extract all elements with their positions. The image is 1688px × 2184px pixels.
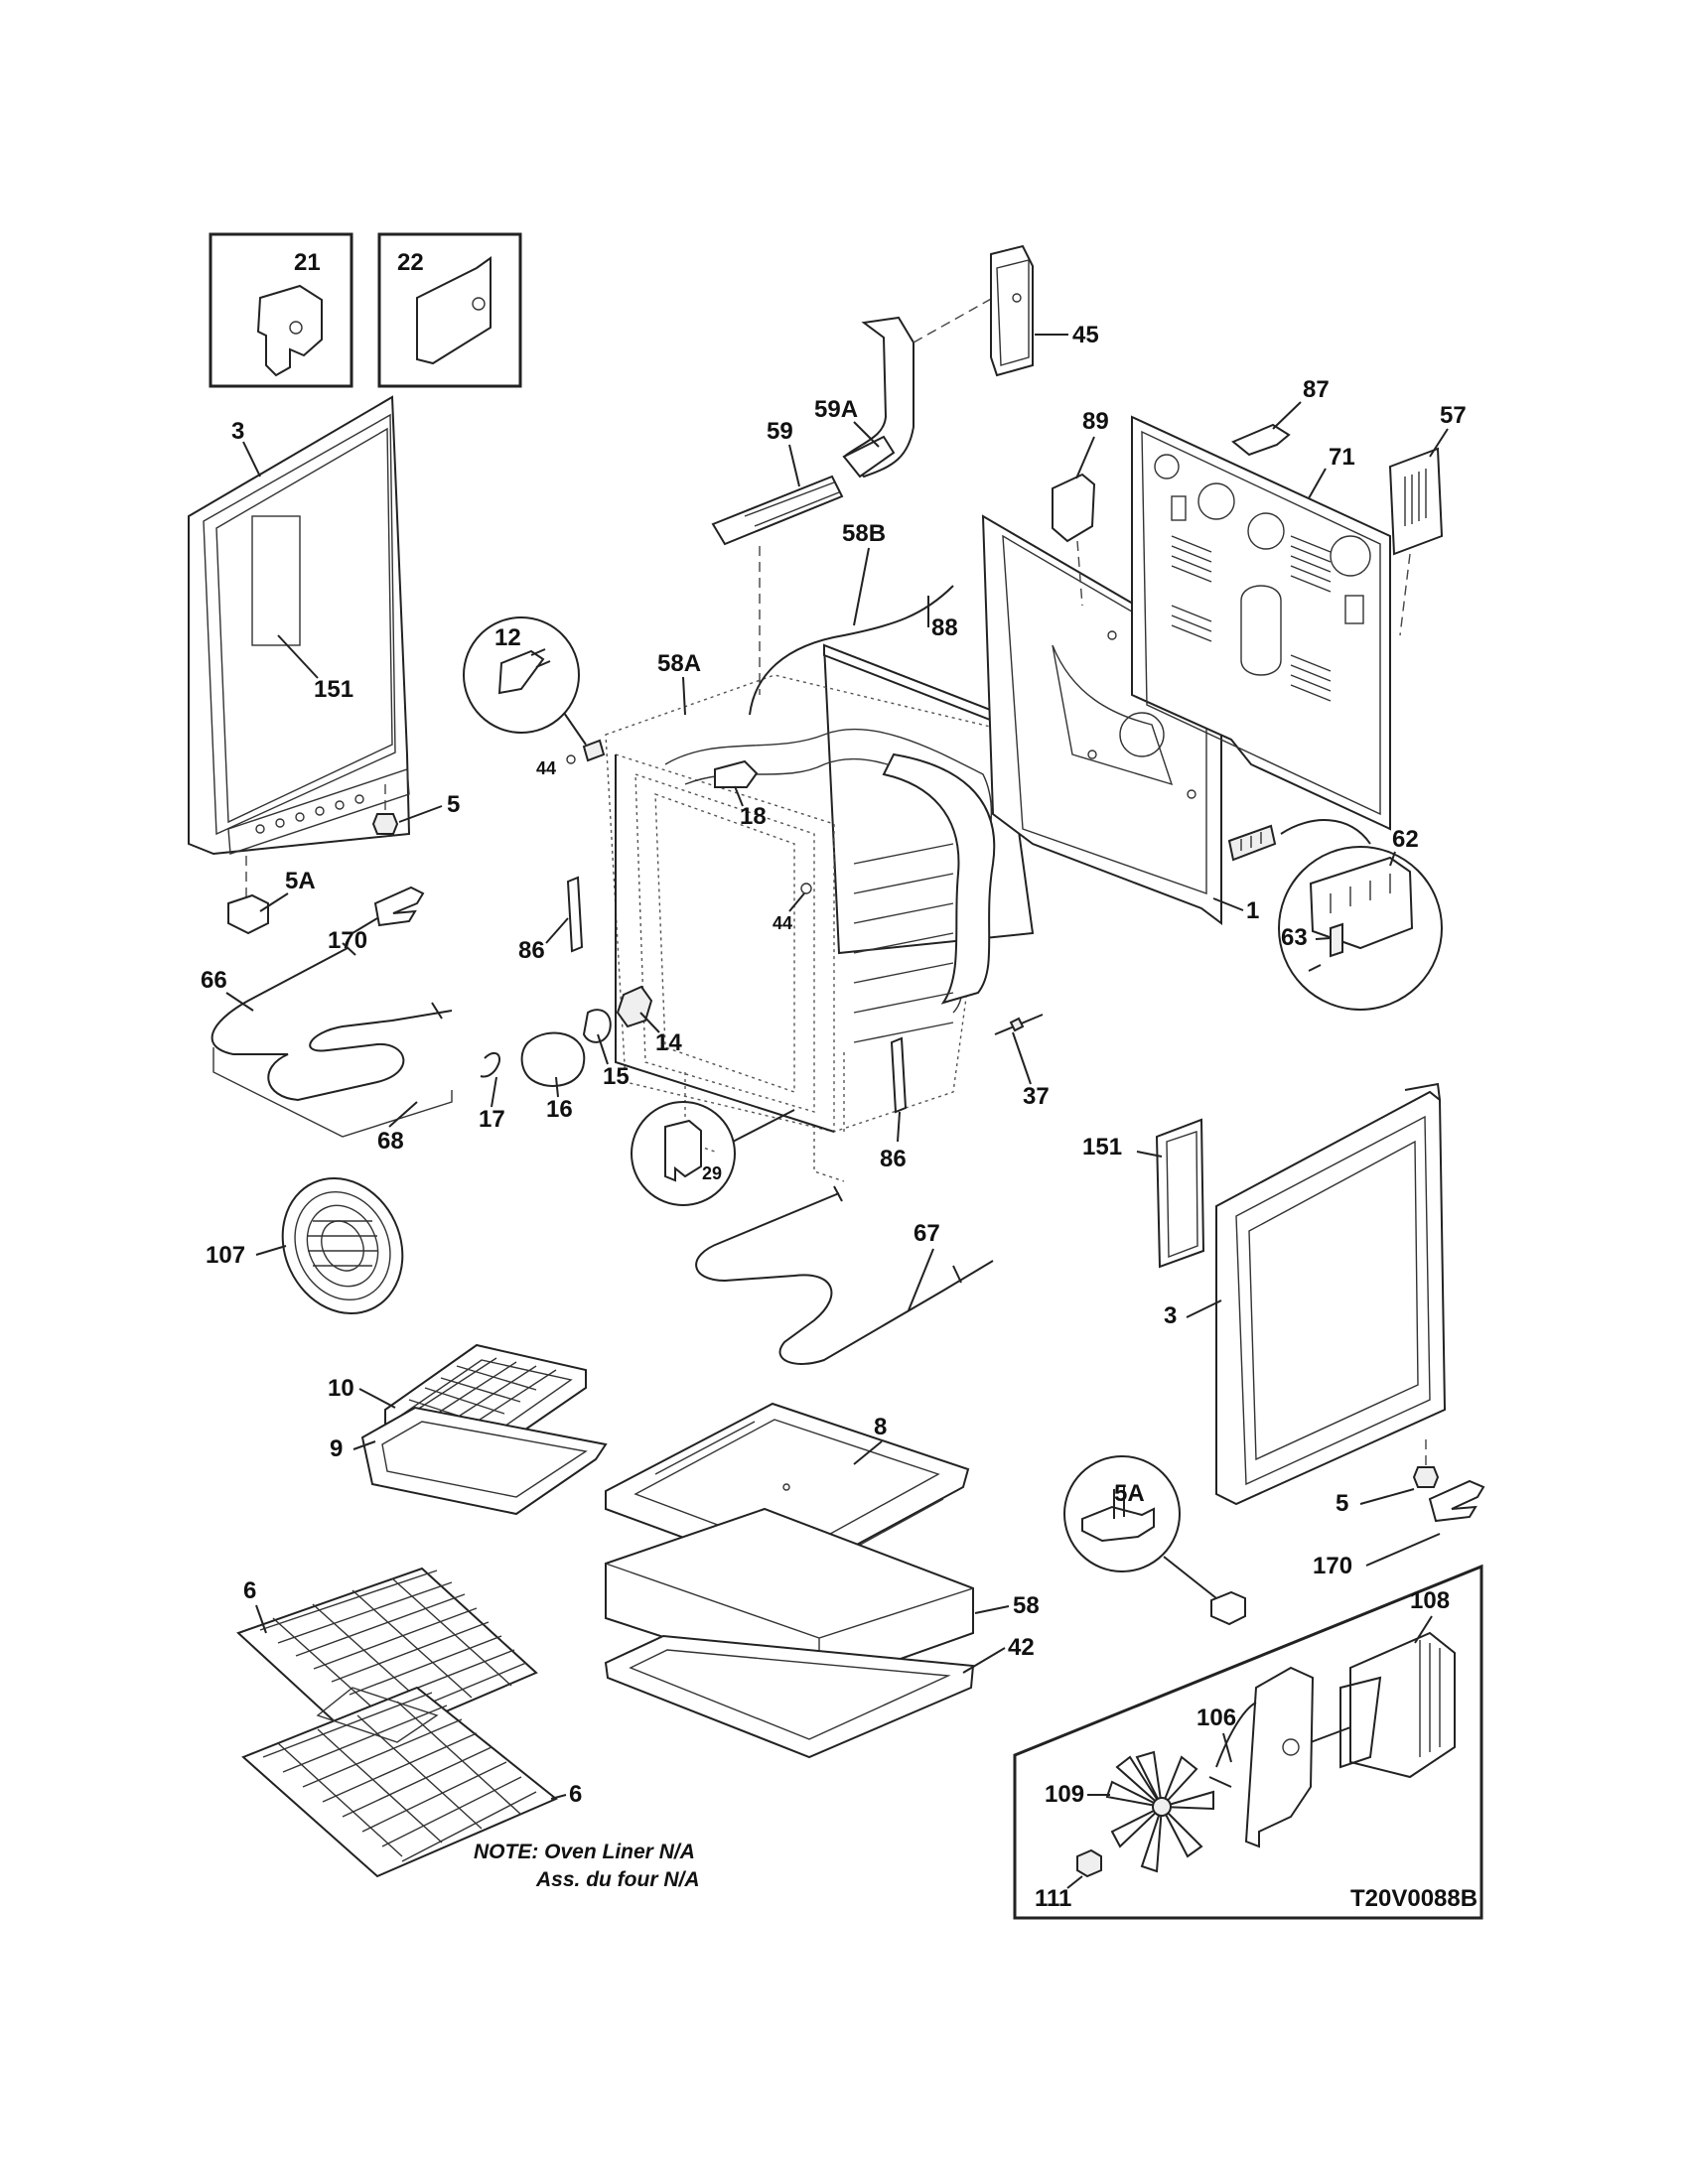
label-59: 59 <box>767 418 793 445</box>
sensor-inset-12: 12 44 <box>463 616 606 778</box>
drawing-code: T20V0088B <box>1350 1885 1477 1912</box>
left-side-panel: 3 151 <box>188 395 411 856</box>
label-5A-right: 5A <box>1114 1480 1145 1507</box>
note-block: NOTE: Oven Liner N/A Ass. du four N/A <box>474 1841 700 1891</box>
label-63: 63 <box>1281 924 1308 951</box>
label-6-upper: 6 <box>243 1577 256 1604</box>
label-16: 16 <box>546 1096 573 1123</box>
label-151-right: 151 <box>1082 1134 1122 1160</box>
label-5-left: 5 <box>447 791 460 818</box>
cover-87: 87 <box>1231 376 1330 457</box>
broil-pan: 9 <box>330 1406 608 1516</box>
right-leveling-leg: 5 170 5A <box>1063 1439 1485 1626</box>
label-42: 42 <box>1008 1634 1035 1661</box>
label-21: 21 <box>294 249 321 276</box>
label-62: 62 <box>1392 826 1419 853</box>
label-14: 14 <box>655 1029 682 1056</box>
label-86-left: 86 <box>518 937 545 964</box>
label-9: 9 <box>330 1435 343 1462</box>
rear-outer-panel: 71 <box>1131 415 1391 831</box>
fan-blade <box>1105 1750 1214 1873</box>
label-106: 106 <box>1196 1705 1236 1731</box>
note-line-1: NOTE: Oven Liner N/A <box>474 1841 695 1863</box>
vent-cover-57: 57 <box>1388 402 1467 636</box>
oven-rack-upper: 6 <box>236 1567 538 1749</box>
rack-support-right: 86 <box>880 1036 908 1172</box>
vent-duct-59: 59 <box>711 418 844 695</box>
label-12: 12 <box>494 624 521 651</box>
terminal-inset-29: 29 <box>631 1101 795 1206</box>
right-insulation-151: 151 <box>1082 1118 1205 1269</box>
label-45: 45 <box>1072 322 1099 348</box>
label-109: 109 <box>1045 1781 1084 1808</box>
label-66: 66 <box>201 967 227 994</box>
label-89: 89 <box>1082 408 1109 435</box>
label-170-right: 170 <box>1313 1553 1352 1579</box>
label-37: 37 <box>1023 1083 1050 1110</box>
label-8: 8 <box>874 1414 887 1440</box>
label-170-left: 170 <box>328 927 367 954</box>
label-111: 111 <box>1035 1885 1071 1912</box>
convection-cover: 107 <box>206 1176 404 1315</box>
label-5-right: 5 <box>1336 1490 1348 1517</box>
label-58B: 58B <box>842 520 886 547</box>
label-87: 87 <box>1303 376 1330 403</box>
label-151-left: 151 <box>314 676 353 703</box>
rack-support-left: 86 <box>518 876 584 964</box>
note-line-2: Ass. du four N/A <box>535 1868 700 1891</box>
oven-rack-lower: 6 <box>241 1686 582 1878</box>
vent-box-45: 45 <box>990 244 1099 377</box>
vent-duct-59A: 59A <box>814 297 994 478</box>
label-18: 18 <box>740 803 767 830</box>
label-29: 29 <box>702 1163 722 1183</box>
bracket-89: 89 <box>1052 408 1109 607</box>
left-leveling-leg: 5 5A 170 <box>227 784 460 954</box>
label-5A-left: 5A <box>285 868 316 894</box>
inset-box-21: 21 <box>209 232 353 388</box>
label-17: 17 <box>479 1106 505 1133</box>
oven-cavity: 58A 18 44 <box>605 643 1035 1182</box>
label-15: 15 <box>603 1063 630 1090</box>
label-68: 68 <box>377 1128 404 1155</box>
label-86-right: 86 <box>880 1146 907 1172</box>
label-44-right: 44 <box>773 913 792 933</box>
oven-light-assembly: 14 15 16 17 <box>479 985 682 1133</box>
label-88: 88 <box>931 614 958 641</box>
label-22: 22 <box>397 249 424 276</box>
wire-harness: 58B 88 <box>749 520 958 716</box>
sensor-wire-37: 37 <box>994 1014 1050 1110</box>
label-59A: 59A <box>814 396 858 423</box>
label-44-left: 44 <box>536 758 556 778</box>
right-side-panel: 3 <box>1164 1082 1447 1506</box>
label-3-left: 3 <box>231 418 244 445</box>
label-6-lower: 6 <box>569 1781 582 1808</box>
label-67: 67 <box>914 1220 940 1247</box>
label-58A: 58A <box>657 650 701 677</box>
label-10: 10 <box>328 1375 354 1402</box>
convection-fan-assembly: 108 106 109 111 <box>1013 1564 1483 1920</box>
label-1: 1 <box>1246 897 1259 924</box>
label-3-right: 3 <box>1164 1302 1177 1329</box>
label-107: 107 <box>206 1242 245 1269</box>
broil-element: 67 <box>695 1185 994 1365</box>
bottom-frame-42: 42 <box>604 1634 1035 1759</box>
label-71: 71 <box>1329 444 1355 471</box>
label-57: 57 <box>1440 402 1467 429</box>
label-108: 108 <box>1410 1587 1450 1614</box>
inset-box-22: 22 <box>377 232 522 388</box>
label-58: 58 <box>1013 1592 1040 1619</box>
bake-element: 66 68 <box>201 942 453 1155</box>
terminal-block-62: 62 63 <box>1227 819 1443 1011</box>
